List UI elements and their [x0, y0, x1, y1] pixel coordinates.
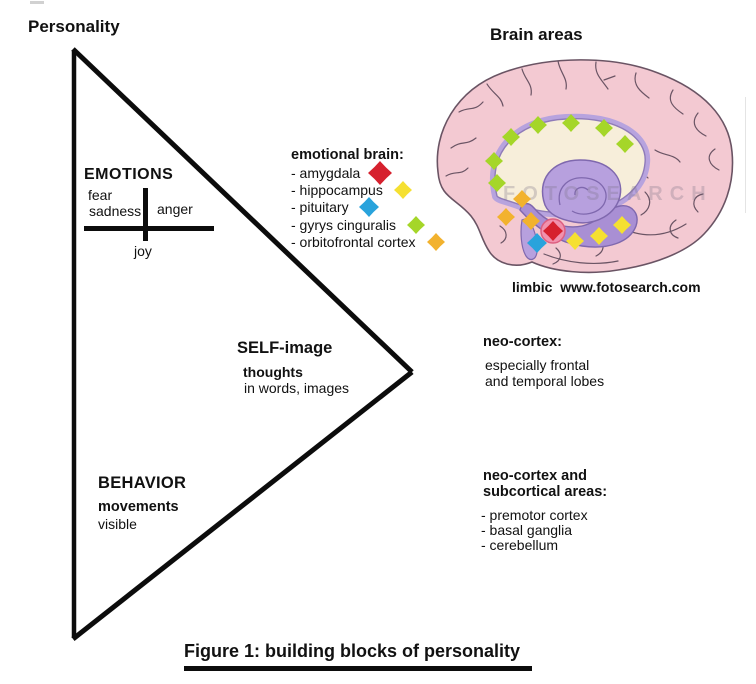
personality-title: Personality — [28, 17, 120, 36]
marker-star — [502, 128, 520, 146]
caption-underline — [184, 666, 532, 671]
legend-marker — [358, 197, 379, 218]
legend-label: - gyrys cinguralis — [291, 216, 397, 233]
behavior-line1: movements — [98, 499, 179, 515]
emotional-brain-legend: emotional brain: - amygdala - hippocampu… — [291, 146, 449, 252]
legend-item-hippocampus: - hippocampus — [291, 181, 449, 200]
legend-item-amygdala: - amygdala — [291, 160, 449, 185]
self-image-block: SELF-image thoughts in words, images — [237, 339, 349, 396]
marker-star — [497, 208, 515, 226]
figure-caption: Figure 1: building blocks of personality — [184, 641, 521, 661]
subcortical-heading-line1: neo-cortex and — [483, 468, 587, 484]
legend-item-orbitofrontal: - orbitofrontal cortex — [291, 233, 449, 252]
marker-star — [595, 119, 613, 137]
emotion-axis-horizontal — [84, 226, 214, 231]
emotions-heading: EMOTIONS — [84, 166, 174, 183]
marker-star — [485, 152, 503, 170]
subcortical-item: - cerebellum — [481, 537, 559, 553]
self-image-heading: SELF-image — [237, 339, 333, 357]
marker-star — [368, 160, 393, 185]
behavior-block: BEHAVIOR movements visible — [98, 474, 186, 532]
marker-star — [527, 233, 547, 253]
marker-star — [529, 116, 547, 134]
photo-edge-line — [745, 97, 746, 213]
subcortical-item: - basal ganglia — [481, 521, 573, 538]
neocortex-block: neo-cortex: especially frontal and tempo… — [483, 334, 604, 389]
subcortical-heading-line2: subcortical areas: — [483, 483, 608, 500]
self-image-line1: thoughts — [243, 364, 303, 380]
legend-item-pituitary: - pituitary — [291, 197, 449, 218]
marker-star — [543, 221, 563, 241]
brain-areas-title: Brain areas — [490, 25, 583, 44]
legend-label: - amygdala — [291, 164, 361, 181]
emotion-label-sadness: sadness — [89, 203, 142, 219]
marker-star — [407, 215, 426, 234]
marker-star — [522, 212, 540, 230]
personality-triangle — [71, 47, 414, 641]
emotion-axis-vertical — [143, 188, 148, 241]
marker-star — [562, 114, 580, 132]
neocortex-heading: neo-cortex: — [483, 334, 562, 350]
marker-star — [393, 181, 412, 200]
scan-artifact-dash — [30, 1, 44, 4]
neocortex-line1: especially frontal — [485, 357, 590, 373]
marker-star — [566, 232, 584, 250]
legend-heading: emotional brain: — [291, 147, 404, 163]
marker-star — [358, 197, 379, 218]
watermark-text: FOTOSEARCH — [503, 183, 713, 205]
legend-label: - hippocampus — [291, 182, 383, 199]
marker-star — [426, 233, 445, 252]
image-credit: limbic www.fotosearch.com — [512, 279, 701, 295]
emotion-label-anger: anger — [157, 201, 193, 217]
behavior-line2: visible — [98, 516, 137, 532]
legend-label: - pituitary — [291, 199, 349, 216]
emotion-label-fear: fear — [88, 187, 113, 203]
marker-star — [590, 227, 608, 245]
self-image-line2: in words, images — [244, 380, 350, 396]
legend-marker — [393, 181, 412, 200]
marker-star — [613, 216, 631, 234]
marker-star — [488, 174, 506, 192]
behavior-heading: BEHAVIOR — [98, 474, 187, 492]
thalamus-swirl — [558, 177, 607, 215]
legend-item-gyrus-cingularis: - gyrys cinguralis — [291, 215, 449, 234]
legend-marker — [426, 233, 445, 252]
legend-label: - orbitofrontal cortex — [291, 234, 416, 251]
neocortex-line2: and temporal lobes — [485, 372, 605, 389]
subcortical-block: neo-cortex and subcortical areas: - prem… — [481, 468, 608, 553]
marker-star — [513, 190, 531, 208]
subcortical-item: - premotor cortex — [481, 506, 588, 523]
legend-marker — [368, 160, 393, 185]
marker-star — [616, 135, 634, 153]
legend-marker — [407, 215, 426, 234]
emotion-label-joy: joy — [134, 243, 152, 259]
